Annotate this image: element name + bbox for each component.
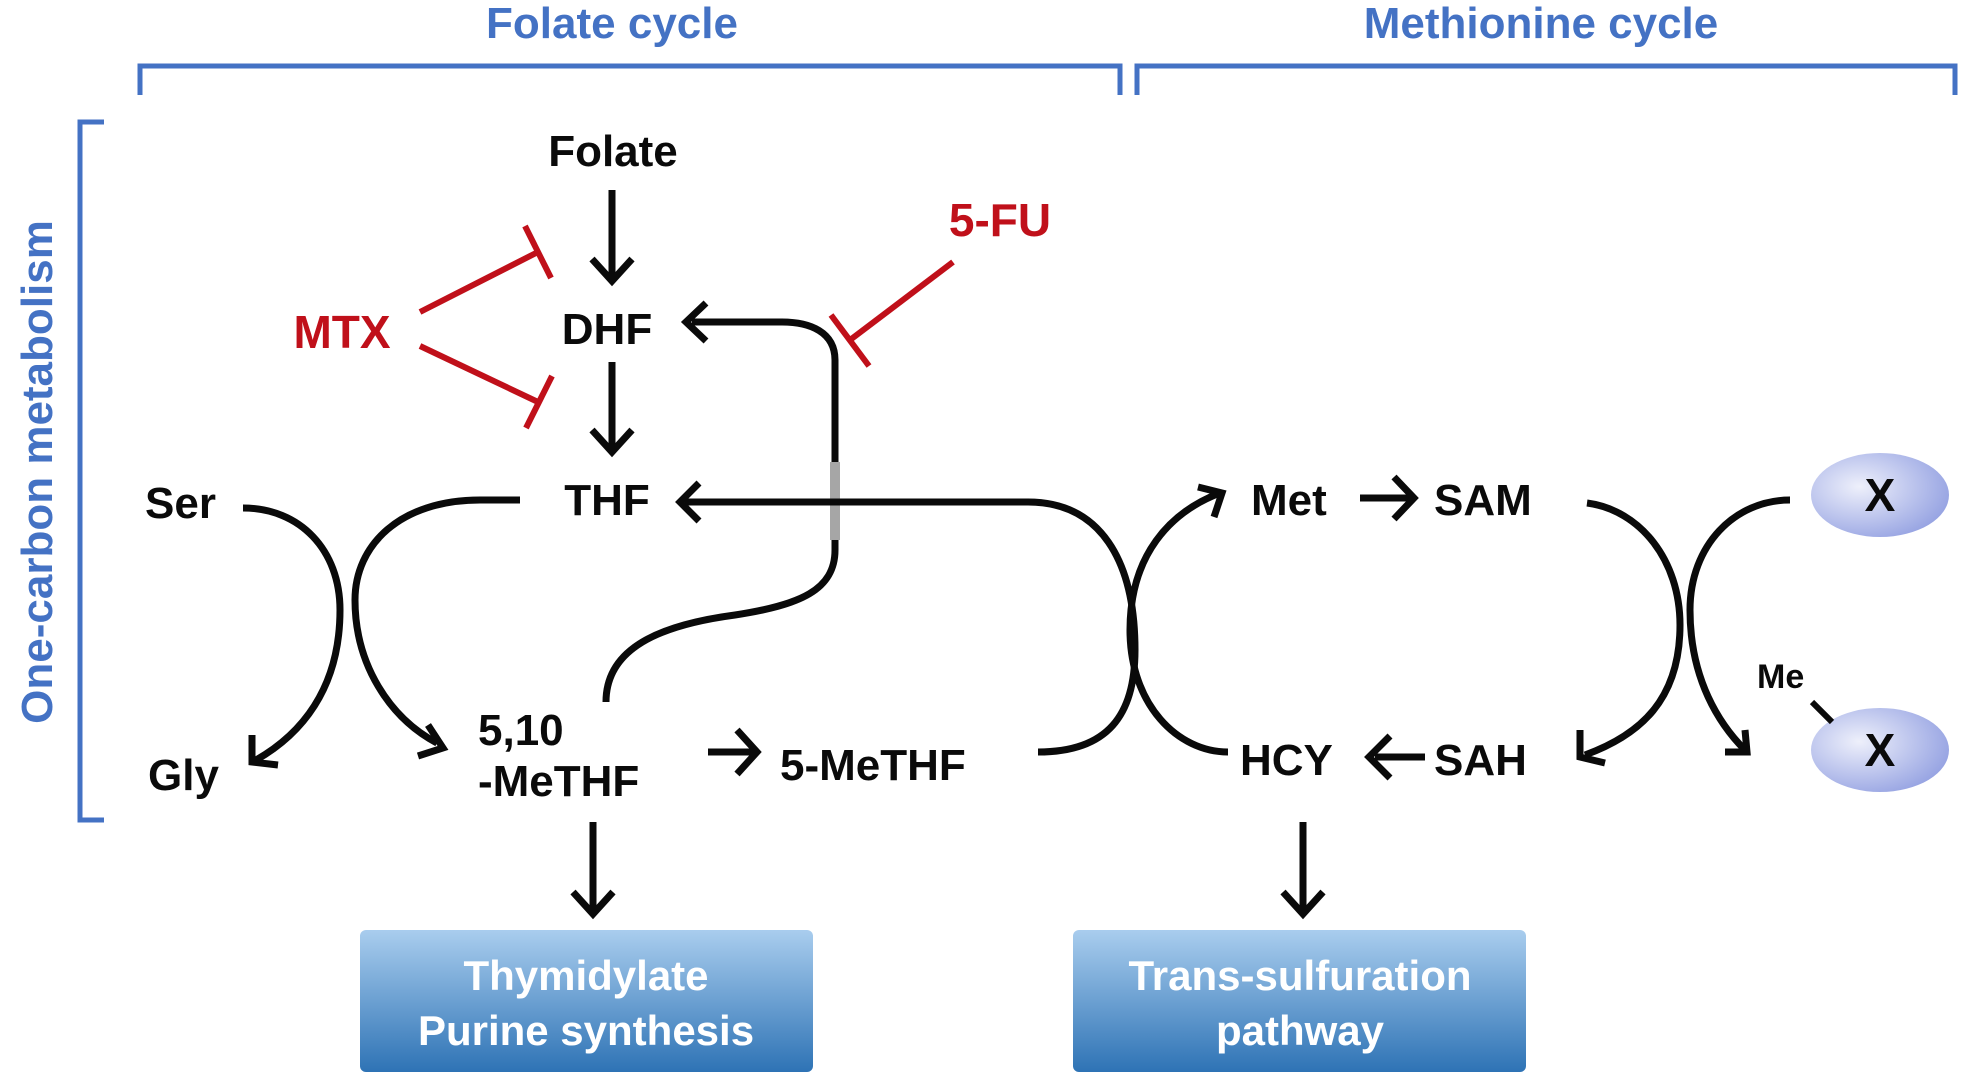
mtx-label: MTX xyxy=(293,306,390,358)
ser-to-gly-arrowhead xyxy=(248,735,279,769)
methylene-to-methyl-arrowhead xyxy=(734,727,762,777)
methionine-cycle-bracket xyxy=(1134,63,1958,95)
sah-to-hcy-arrowhead xyxy=(1364,733,1393,781)
ser-to-gly-path xyxy=(242,504,344,764)
x-bottom-oval xyxy=(1811,708,1949,792)
thf-to-methylene-arrowhead xyxy=(416,723,449,760)
sam-label: SAM xyxy=(1434,476,1532,525)
methylene-to-thymidylate-arrowhead xyxy=(570,889,616,920)
dhf-label: DHF xyxy=(562,305,652,354)
x-top-label: X xyxy=(1865,469,1896,521)
methylene-thf-label-line1: 5,10 xyxy=(478,706,564,755)
gly-label: Gly xyxy=(148,751,219,800)
thf-label: THF xyxy=(564,476,650,525)
sam-to-sah-path xyxy=(1583,499,1684,759)
me-bond xyxy=(1809,699,1835,725)
thymidylate-label-line1: Thymidylate xyxy=(463,952,708,999)
hcy-to-met-path xyxy=(1126,489,1229,756)
folate-cycle-header: Folate cycle xyxy=(486,0,738,48)
hcy-to-transsulfuration-arrowhead xyxy=(1280,889,1326,920)
transsulfuration-label-line2: pathway xyxy=(1216,1007,1385,1054)
x-bottom-label: X xyxy=(1865,724,1896,776)
mtx-inhibit-thf-line xyxy=(418,343,540,405)
methylene-to-dhf-arrowhead xyxy=(680,300,709,344)
met-to-sam-arrowhead xyxy=(1391,474,1419,522)
mtx-inhibit-dhf-bar xyxy=(522,224,554,280)
met-label: Met xyxy=(1251,476,1327,525)
methylthf-to-thf-path xyxy=(685,498,1139,756)
folate-to-dhf-arrowhead xyxy=(589,256,635,287)
ser-label: Ser xyxy=(145,479,216,528)
mtx-inhibit-thf-bar xyxy=(523,374,555,430)
x-to-mex-arrowhead xyxy=(1725,729,1751,756)
thf-to-methylene-path xyxy=(351,496,520,747)
hcy-to-met-arrowhead xyxy=(1197,483,1227,519)
sah-label: SAH xyxy=(1434,736,1527,785)
5fu-label: 5-FU xyxy=(949,194,1051,246)
5fu-inhibit-bar xyxy=(828,313,872,368)
folate-label: Folate xyxy=(548,127,678,176)
hcy-label: HCY xyxy=(1240,736,1333,785)
me-label: Me xyxy=(1757,658,1804,696)
one-carbon-bracket xyxy=(77,119,104,823)
thymidylate-label-line2: Purine synthesis xyxy=(418,1007,754,1054)
methyl-thf-label: 5-MeTHF xyxy=(780,741,966,790)
x-top-oval xyxy=(1811,453,1949,537)
transsulfuration-label-line1: Trans-sulfuration xyxy=(1128,952,1471,999)
5fu-inhibit-line xyxy=(848,259,955,343)
one-carbon-metabolism-label: One-carbon metabolism xyxy=(13,220,62,724)
mtx-inhibit-dhf-line xyxy=(418,249,540,315)
folate-cycle-bracket xyxy=(137,63,1123,95)
dhf-to-thf-arrowhead xyxy=(589,427,635,458)
thymidylate-box xyxy=(360,930,813,1072)
methionine-cycle-header: Methionine cycle xyxy=(1364,0,1719,48)
methylene-to-dhf-path xyxy=(602,318,839,703)
transsulfuration-box xyxy=(1073,930,1526,1072)
methylthf-to-thf-arrowhead xyxy=(675,480,702,524)
methylene-thf-label-line2: -MeTHF xyxy=(478,757,639,806)
sam-to-sah-arrowhead xyxy=(1576,730,1606,767)
x-to-mex-path xyxy=(1686,496,1791,753)
